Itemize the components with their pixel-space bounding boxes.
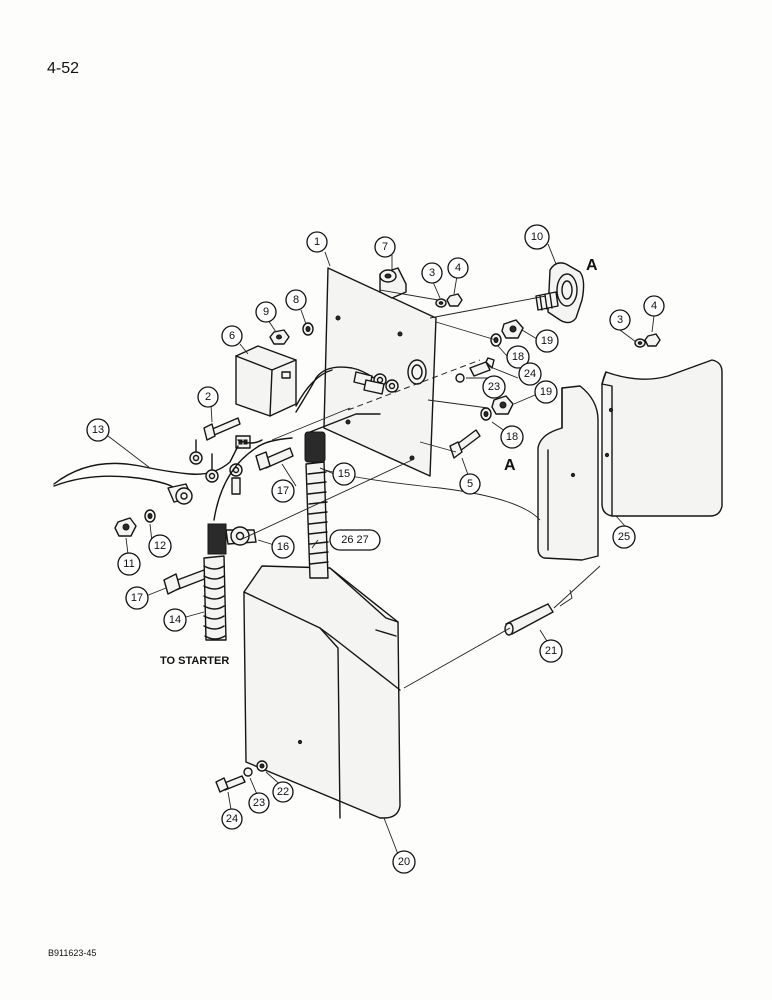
callout-3a: 3 (421, 262, 443, 284)
svg-text:8: 8 (293, 294, 299, 306)
callout-17a: 17 (271, 479, 295, 503)
assembly-lines (239, 289, 601, 689)
callout-18a: 18 (506, 345, 530, 369)
callout-23a: 23 (482, 375, 506, 399)
svg-text:16: 16 (277, 541, 289, 553)
callout-17b: 17 (125, 586, 149, 610)
callout-6: 6 (221, 325, 243, 347)
page-number: 4-52 (47, 60, 80, 77)
svg-text:18: 18 (506, 431, 518, 443)
callout-20: 20 (392, 850, 416, 874)
svg-text:18: 18 (512, 351, 524, 363)
callout-15: 15 (332, 462, 356, 486)
svg-text:23: 23 (253, 797, 265, 809)
callout-25: 25 (612, 525, 636, 549)
callout-16: 16 (271, 535, 295, 559)
svg-text:26 27: 26 27 (341, 534, 369, 546)
terminal-stud-part (535, 262, 585, 324)
relay-cables (295, 366, 399, 413)
svg-text:24: 24 (524, 368, 536, 380)
callout-1: 1 (306, 231, 328, 253)
callout-3b: 3 (609, 309, 631, 331)
svg-text:10: 10 (531, 231, 543, 243)
callout-23b: 23 (248, 792, 270, 814)
callout-14: 14 (163, 608, 187, 632)
callout-22: 22 (272, 781, 294, 803)
svg-text:17: 17 (277, 485, 289, 497)
callout-24b: 24 (221, 808, 243, 830)
rear-cover-part (601, 359, 723, 517)
callout-19a: 19 (535, 329, 559, 353)
callout-10: 10 (524, 224, 550, 250)
figure-code: B911623-45 (48, 948, 97, 958)
svg-text:9: 9 (263, 306, 269, 318)
callout-5: 5 (459, 473, 481, 495)
svg-text:15: 15 (338, 468, 350, 480)
battery-cable-26-27 (304, 413, 381, 579)
svg-text:17: 17 (131, 592, 143, 604)
callout-12: 12 (148, 534, 172, 558)
callout-18b: 18 (500, 425, 524, 449)
callout-4b: 4 (643, 295, 665, 317)
svg-text:20: 20 (398, 856, 410, 868)
svg-text:21: 21 (545, 645, 557, 657)
svg-text:3: 3 (617, 314, 623, 326)
reference-a-label: A (586, 257, 598, 274)
pin-part (504, 603, 554, 636)
svg-text:1: 1 (314, 236, 320, 248)
spacer-part (379, 267, 407, 299)
callout-9: 9 (255, 301, 277, 323)
svg-text:4: 4 (651, 300, 657, 312)
svg-text:23: 23 (488, 381, 500, 393)
callout-21: 21 (539, 639, 563, 663)
callout-8: 8 (285, 289, 307, 311)
callout-11: 11 (117, 552, 141, 576)
callout-7: 7 (374, 236, 396, 258)
side-cover-panel (537, 385, 599, 561)
to-starter-label: TO STARTER (160, 655, 229, 667)
callout-26-27: 26 27 (329, 529, 381, 551)
callout-2: 2 (197, 386, 219, 408)
svg-text:5: 5 (467, 478, 473, 490)
relay-part (235, 345, 297, 417)
svg-text:2: 2 (205, 391, 211, 403)
svg-text:3: 3 (429, 267, 435, 279)
callout-19b: 19 (534, 380, 558, 404)
callout-4a: 4 (447, 257, 469, 279)
svg-text:24: 24 (226, 813, 238, 825)
svg-text:4: 4 (455, 262, 461, 274)
svg-text:12: 12 (154, 540, 166, 552)
svg-text:6: 6 (229, 330, 235, 342)
hardware (114, 293, 661, 793)
svg-text:22: 22 (277, 786, 289, 798)
svg-text:14: 14 (169, 614, 181, 626)
svg-text:19: 19 (540, 386, 552, 398)
callout-24a: 24 (518, 362, 542, 386)
callout-13: 13 (86, 418, 110, 442)
svg-text:25: 25 (618, 531, 630, 543)
svg-text:11: 11 (123, 558, 134, 570)
svg-text:7: 7 (382, 241, 388, 253)
callout-balloons: 1 7 3 4 10 8 9 6 2 13 19 18 24 23 19 18 … (86, 224, 665, 874)
svg-text:13: 13 (92, 424, 104, 436)
assembly-line (347, 359, 481, 411)
battery-cable-14 (203, 437, 293, 641)
reference-a-label-2: A (504, 457, 516, 474)
housing-box-part (243, 565, 401, 819)
svg-text:19: 19 (541, 335, 553, 347)
mounting-plate-part (323, 267, 437, 477)
